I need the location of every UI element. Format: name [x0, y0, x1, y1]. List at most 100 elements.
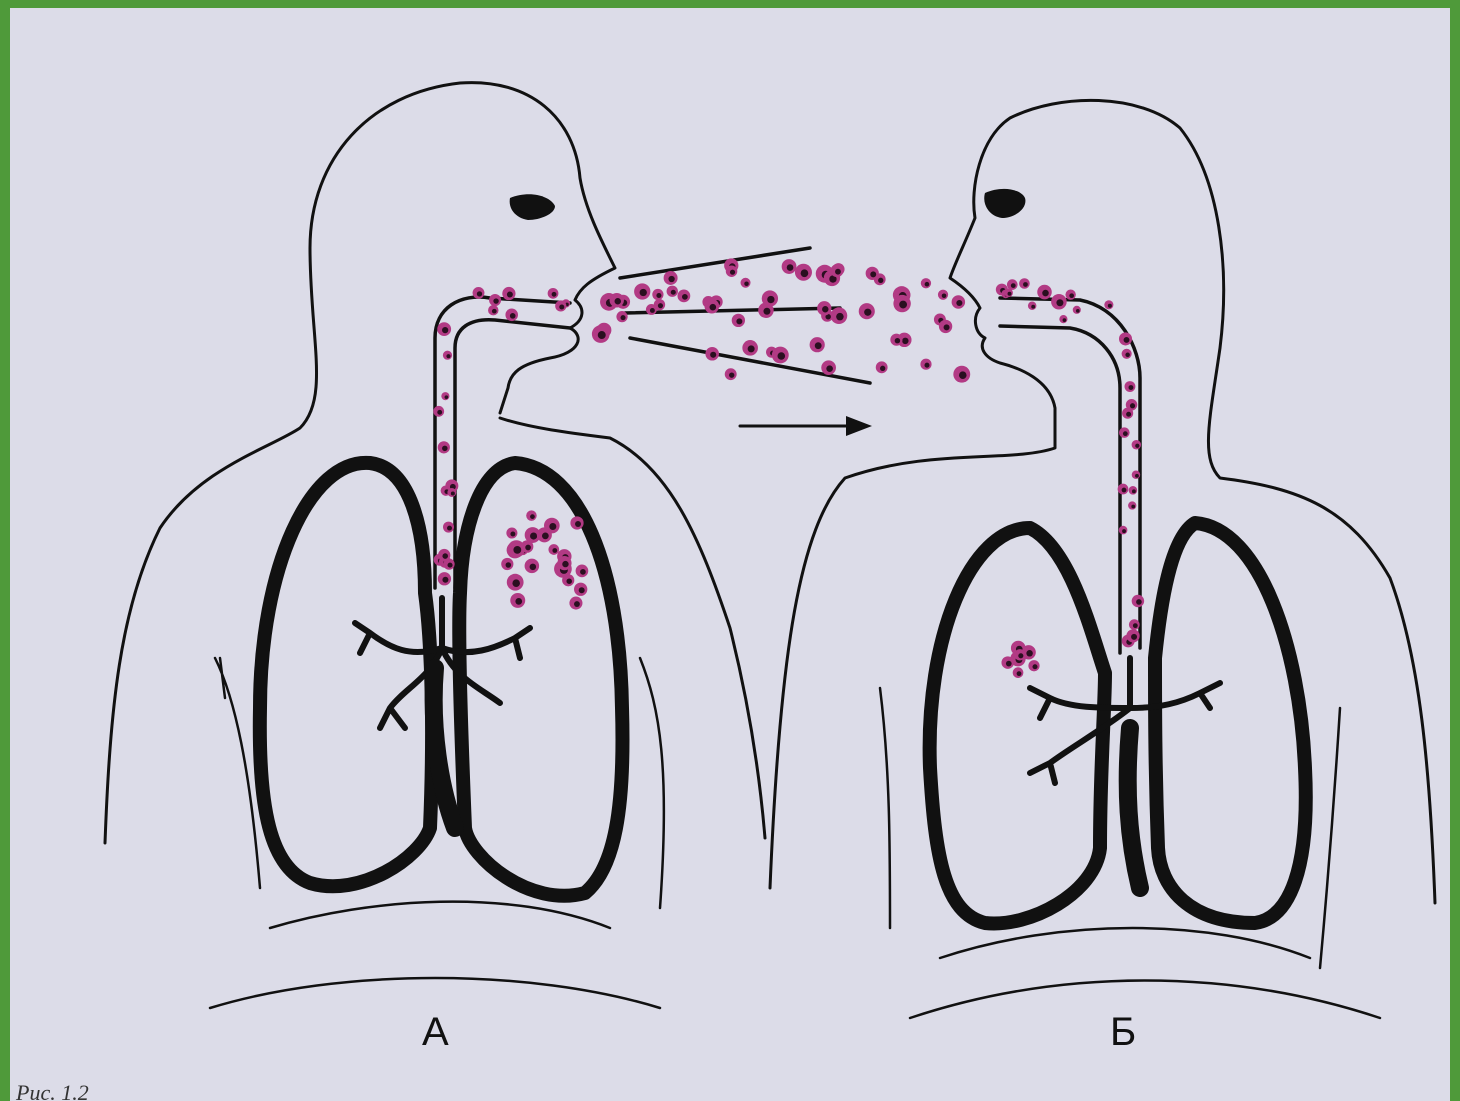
droplet-core: [442, 553, 448, 559]
figure-caption: Рис. 1.2: [16, 1080, 89, 1101]
droplet-core: [507, 292, 513, 298]
droplet-core: [777, 352, 785, 360]
panel-label-b: Б: [1110, 1010, 1136, 1055]
droplet-core: [442, 446, 447, 451]
droplet-core: [1017, 671, 1022, 676]
droplet-core: [895, 338, 900, 343]
droplet-core: [1026, 650, 1032, 656]
droplet-core: [942, 293, 947, 298]
droplet-core: [1126, 412, 1131, 417]
droplet-core: [512, 579, 520, 587]
droplet-core: [437, 410, 442, 415]
person-a-torso-right: [500, 418, 765, 838]
droplet-core: [640, 289, 647, 296]
droplet-core: [1132, 489, 1136, 493]
droplet-core: [924, 363, 929, 368]
person-b-right-lung: [1155, 523, 1306, 923]
droplet-core: [1131, 634, 1137, 640]
droplet-core: [1130, 403, 1135, 408]
droplet-core: [510, 313, 516, 319]
droplet-core: [822, 306, 828, 312]
droplet-core: [1069, 293, 1074, 298]
droplet-core: [445, 395, 449, 399]
droplet-core: [1124, 337, 1130, 343]
droplet-core: [710, 304, 717, 311]
droplet-core: [1123, 431, 1128, 436]
droplet-core: [959, 371, 967, 379]
droplet-core: [1125, 353, 1130, 358]
droplet-core: [620, 315, 625, 320]
droplet-core: [492, 309, 497, 314]
droplet-core: [880, 366, 885, 371]
droplet-core: [656, 293, 661, 298]
droplet-core: [864, 309, 871, 316]
droplet-core: [1011, 283, 1016, 288]
droplet-core: [1108, 304, 1112, 308]
droplet-core: [763, 308, 770, 315]
droplet-core: [1122, 488, 1127, 493]
person-b-eye: [984, 189, 1025, 218]
droplet-core: [442, 327, 448, 333]
person-a-trachea: [435, 297, 570, 588]
droplet-core: [451, 491, 455, 495]
droplet-core: [902, 338, 908, 344]
droplet-core: [671, 290, 676, 295]
droplet-core: [1135, 444, 1139, 448]
droplet-core: [801, 269, 809, 277]
droplet-core: [826, 365, 833, 372]
droplet-core: [1018, 653, 1023, 658]
droplet-core: [542, 532, 549, 539]
droplet-core: [562, 561, 568, 567]
droplet-core: [559, 304, 564, 309]
droplet-core: [1023, 282, 1028, 287]
droplet-core: [835, 269, 841, 275]
droplet-core: [736, 318, 742, 324]
droplet-core: [598, 331, 606, 339]
droplet-core: [1135, 474, 1139, 478]
droplet-core: [510, 532, 515, 537]
droplet-core: [506, 562, 512, 568]
droplet-core: [1133, 623, 1138, 628]
person-b-trachea: [1000, 298, 1140, 653]
droplet-core: [1031, 305, 1035, 309]
person-b-left-lung: [930, 528, 1105, 923]
droplet-core: [767, 296, 774, 303]
direction-arrow-head: [846, 416, 872, 436]
droplet-core: [579, 587, 585, 593]
droplet-core: [515, 598, 522, 605]
droplet-core: [530, 514, 535, 519]
droplet-core: [552, 548, 557, 553]
droplet-core: [549, 523, 556, 530]
droplet-core: [446, 354, 450, 358]
droplet-core: [447, 563, 452, 568]
droplet-core: [1056, 299, 1063, 306]
panel-label-a: А: [422, 1010, 449, 1055]
droplet-core: [787, 264, 794, 271]
person-b-heart-region: [1128, 728, 1140, 888]
droplet-core: [1032, 664, 1037, 669]
droplet-core: [1131, 505, 1135, 509]
droplet-core: [730, 270, 735, 275]
droplet-core: [525, 545, 531, 551]
droplet-core: [870, 271, 876, 277]
droplet-core: [658, 303, 663, 308]
droplet-core: [615, 298, 621, 304]
droplet-core: [1128, 385, 1133, 390]
droplet-core: [925, 282, 930, 287]
droplet-core: [513, 546, 521, 554]
droplet-core: [1063, 318, 1067, 322]
droplet-core: [956, 300, 962, 306]
droplet-core: [878, 278, 883, 283]
person-a-eye: [510, 194, 555, 220]
droplet-core: [1136, 599, 1142, 605]
droplet-core: [944, 324, 950, 330]
droplet-core: [744, 281, 749, 286]
person-a-right-lung: [459, 463, 622, 896]
droplet-core: [899, 301, 907, 309]
droplet-core: [442, 577, 448, 583]
droplet-core: [729, 372, 734, 377]
droplet-core: [650, 308, 655, 313]
droplet-core: [566, 578, 571, 583]
person-a-left-lung: [260, 463, 432, 886]
